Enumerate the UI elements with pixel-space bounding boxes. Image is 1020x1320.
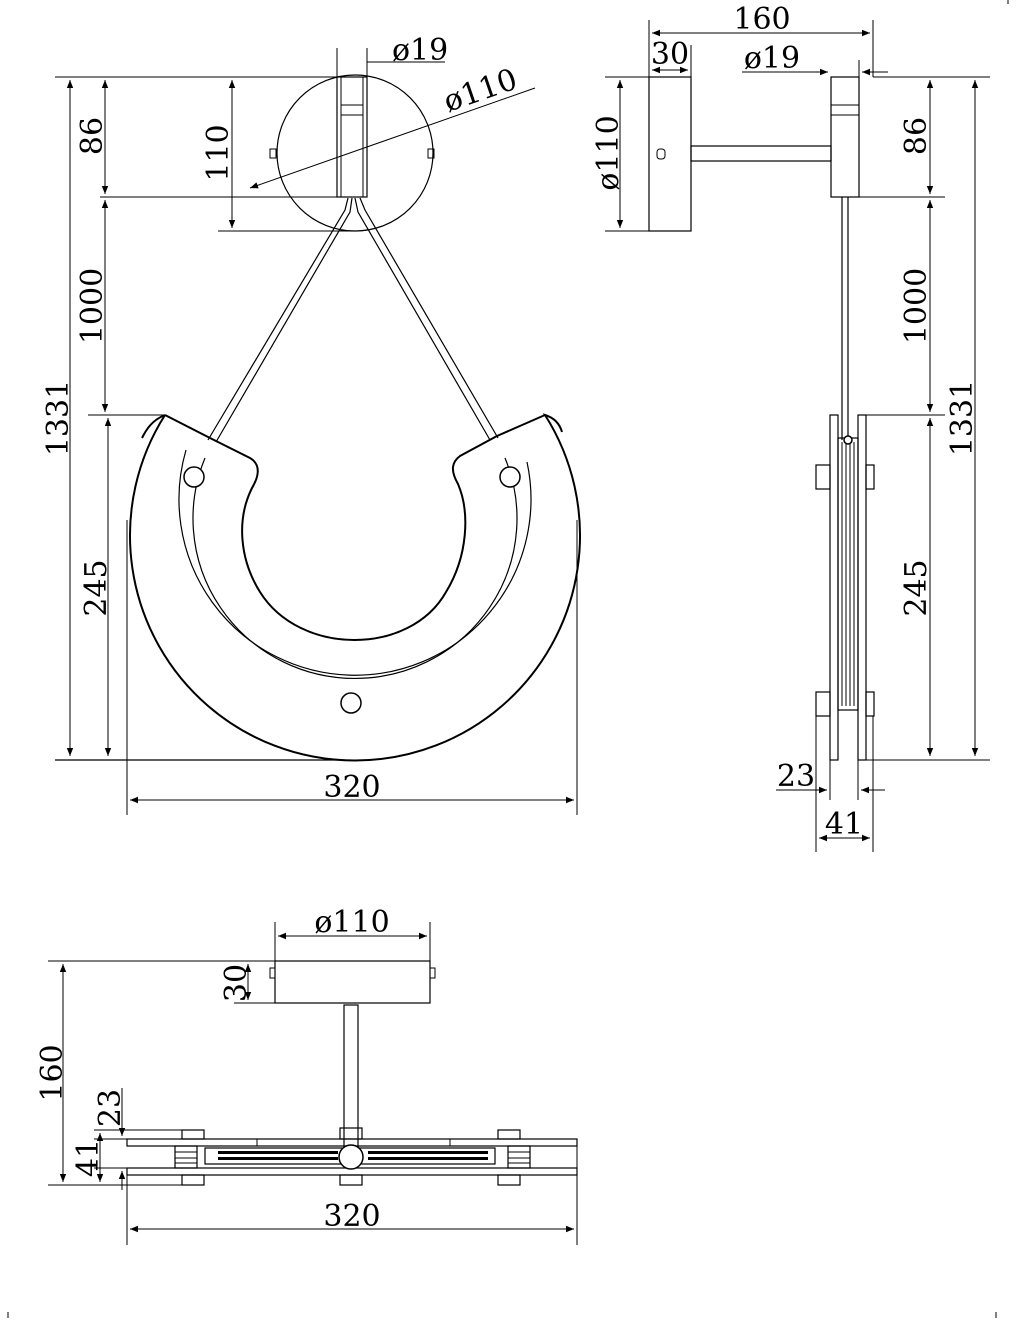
side-dim-canopy-diameter-label: ø110 (591, 115, 626, 190)
side-view: 160 30 ø19 ø110 86 (591, 2, 990, 852)
front-wire-left-2 (215, 197, 353, 443)
top-dim-23-label: 23 (93, 1089, 128, 1127)
top-dim-41-label: 41 (71, 1139, 106, 1177)
top-stem (343, 1004, 359, 1158)
front-view: 1331 86 110 1000 245 ø19 (41, 33, 581, 815)
side-dim-1000: 1000 (866, 200, 945, 416)
front-dim-1000: 1000 (75, 200, 165, 416)
top-view: ø110 160 30 23 41 (35, 905, 578, 1245)
front-canopy-disc (276, 74, 434, 232)
side-dim-245-label: 245 (899, 559, 934, 616)
front-dim-110: 110 (201, 80, 355, 232)
side-dim-30-label: 30 (651, 37, 689, 72)
side-arm (690, 145, 832, 162)
front-horseshoe-middle (178, 449, 532, 676)
front-dim-1331-label: 1331 (41, 380, 76, 456)
front-horseshoe-outer (129, 413, 581, 762)
side-dim-86-label: 86 (899, 117, 934, 155)
side-dim-160-label: 160 (733, 2, 790, 37)
top-canopy (274, 960, 431, 1004)
front-dim-rod-diameter: ø19 (336, 33, 448, 77)
front-dim-canopy-diameter-label: ø110 (439, 62, 522, 120)
side-dim-86: 86 (859, 80, 945, 198)
side-dim-23-label: 23 (777, 759, 815, 794)
top-dim-canopy-diameter: ø110 (274, 905, 431, 961)
front-dim-245-label: 245 (79, 559, 114, 616)
front-knob-bottom (340, 692, 362, 714)
side-dim-41: 41 (815, 716, 874, 852)
side-dim-canopy-diameter: ø110 (591, 80, 626, 228)
front-dim-1331: 1331 (41, 76, 337, 756)
side-dim-1331: 1331 (866, 80, 990, 761)
top-dim-41: 41 (71, 1129, 182, 1182)
front-dim-rod-diameter-label: ø19 (392, 33, 448, 68)
top-dim-30-label: 30 (219, 964, 254, 1002)
top-dim-160: 160 (35, 960, 275, 1186)
corner-marks (7, 0, 1009, 1318)
side-dim-30: 30 (651, 37, 692, 77)
side-canopy-screw (656, 148, 666, 160)
front-wire-left (207, 197, 349, 441)
front-dim-86: 86 (75, 80, 340, 198)
front-dim-320-label: 320 (323, 770, 380, 805)
front-knob-left (183, 466, 205, 488)
top-dim-30: 30 (219, 964, 275, 1004)
side-dim-rod-diameter-label: ø19 (744, 41, 800, 76)
front-canopy-screw-right (427, 148, 435, 159)
top-fixture (126, 1127, 578, 1186)
front-canopy-screw-left (269, 148, 277, 159)
front-wire-right-2 (359, 197, 499, 439)
top-dim-160-label: 160 (35, 1044, 70, 1101)
top-dim-canopy-diameter-label: ø110 (314, 905, 389, 940)
side-dim-160: 160 (648, 2, 874, 77)
front-dim-1000-label: 1000 (75, 268, 110, 344)
front-dim-245: 245 (79, 418, 114, 756)
front-horseshoe-inner (192, 457, 518, 680)
top-center-knob (338, 1144, 364, 1170)
side-dim-23: 23 (776, 759, 885, 800)
side-canopy (648, 76, 692, 232)
side-rod (830, 76, 860, 198)
side-dim-1331-label: 1331 (945, 380, 980, 456)
side-dim-245: 245 (899, 418, 934, 756)
side-dim-41-label: 41 (825, 807, 863, 842)
front-knob-right (499, 466, 521, 488)
front-dim-86-label: 86 (75, 117, 110, 155)
front-rod (336, 76, 368, 198)
front-dim-110-label: 110 (201, 124, 236, 181)
side-dim-rod-diameter: ø19 (742, 41, 888, 77)
side-fixture (815, 414, 875, 761)
front-dim-canopy-diameter: ø110 (249, 62, 536, 189)
front-wire-right (354, 197, 491, 441)
top-dim-320-label: 320 (323, 1199, 380, 1234)
front-dim-320: 320 (126, 520, 578, 815)
side-dim-1000-label: 1000 (899, 268, 934, 344)
top-dim-320: 320 (126, 1146, 578, 1245)
